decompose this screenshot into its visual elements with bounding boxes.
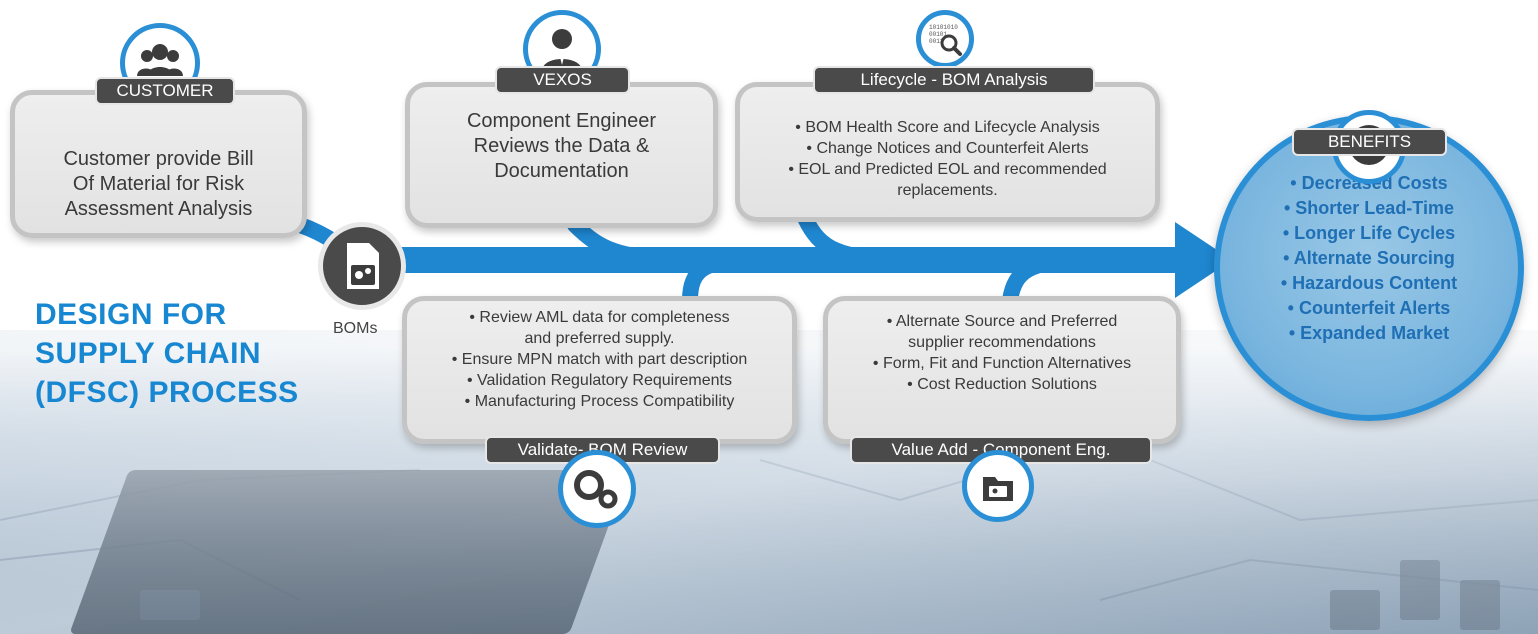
gears-icon (574, 470, 618, 509)
svg-text:10101010: 10101010 (929, 24, 958, 31)
boms-icon-badge (318, 222, 406, 310)
benefits-tag: BENEFITS (1292, 128, 1447, 156)
boms-label: BOMs (333, 320, 378, 337)
title-line: DESIGN FOR (35, 298, 227, 331)
customer-card: Customer provide Bill Of Material for Ri… (10, 90, 307, 238)
benefits-list: • Decreased Costs • Shorter Lead-Time • … (1220, 171, 1518, 346)
data-search-icon: 10101010 00101 0011 (929, 24, 962, 56)
benefit-item: • Counterfeit Alerts (1287, 298, 1451, 318)
value-add-card: • Alternate Source and Preferred supplie… (823, 296, 1181, 444)
document-gear-icon (347, 243, 379, 289)
title-line: SUPPLY CHAIN (35, 337, 262, 370)
vexos-description: Component Engineer Reviews the Data & Do… (466, 110, 656, 182)
customer-tag: CUSTOMER (95, 77, 235, 105)
validate-icon-badge (558, 450, 636, 528)
customer-description: Customer provide Bill Of Material for Ri… (63, 148, 254, 220)
benefit-item: • Hazardous Content (1280, 273, 1458, 293)
flow-arrow-shaft (360, 247, 1180, 273)
flow-arrow-head (1175, 222, 1232, 298)
validate-card: • Review AML data for completeness and p… (402, 296, 797, 444)
svg-text:0011: 0011 (929, 38, 944, 45)
vexos-card: Component Engineer Reviews the Data & Do… (405, 82, 718, 228)
lifecycle-icon-badge: 10101010 00101 0011 (916, 10, 974, 68)
value-add-description: • Alternate Source and Preferred supplie… (872, 313, 1132, 393)
value-add-icon-badge (962, 450, 1034, 522)
vexos-tag: VEXOS (495, 66, 630, 94)
benefit-item: • Expanded Market (1288, 323, 1450, 343)
lifecycle-description: • BOM Health Score and Lifecycle Analysi… (788, 119, 1107, 199)
svg-text:00101: 00101 (929, 31, 947, 38)
diagram-title: DESIGN FOR SUPPLY CHAIN (DFSC) PROCESS (35, 295, 299, 412)
validate-description: • Review AML data for completeness and p… (451, 309, 748, 410)
lifecycle-card: • BOM Health Score and Lifecycle Analysi… (735, 82, 1160, 222)
benefit-item: • Longer Life Cycles (1282, 223, 1456, 243)
benefit-item: • Shorter Lead-Time (1283, 198, 1454, 218)
lifecycle-tag: Lifecycle - BOM Analysis (813, 66, 1095, 94)
users-icon (137, 44, 183, 76)
benefit-item: • Alternate Sourcing (1283, 248, 1455, 268)
id-folder-icon (983, 477, 1013, 501)
title-line: (DFSC) PROCESS (35, 376, 299, 409)
